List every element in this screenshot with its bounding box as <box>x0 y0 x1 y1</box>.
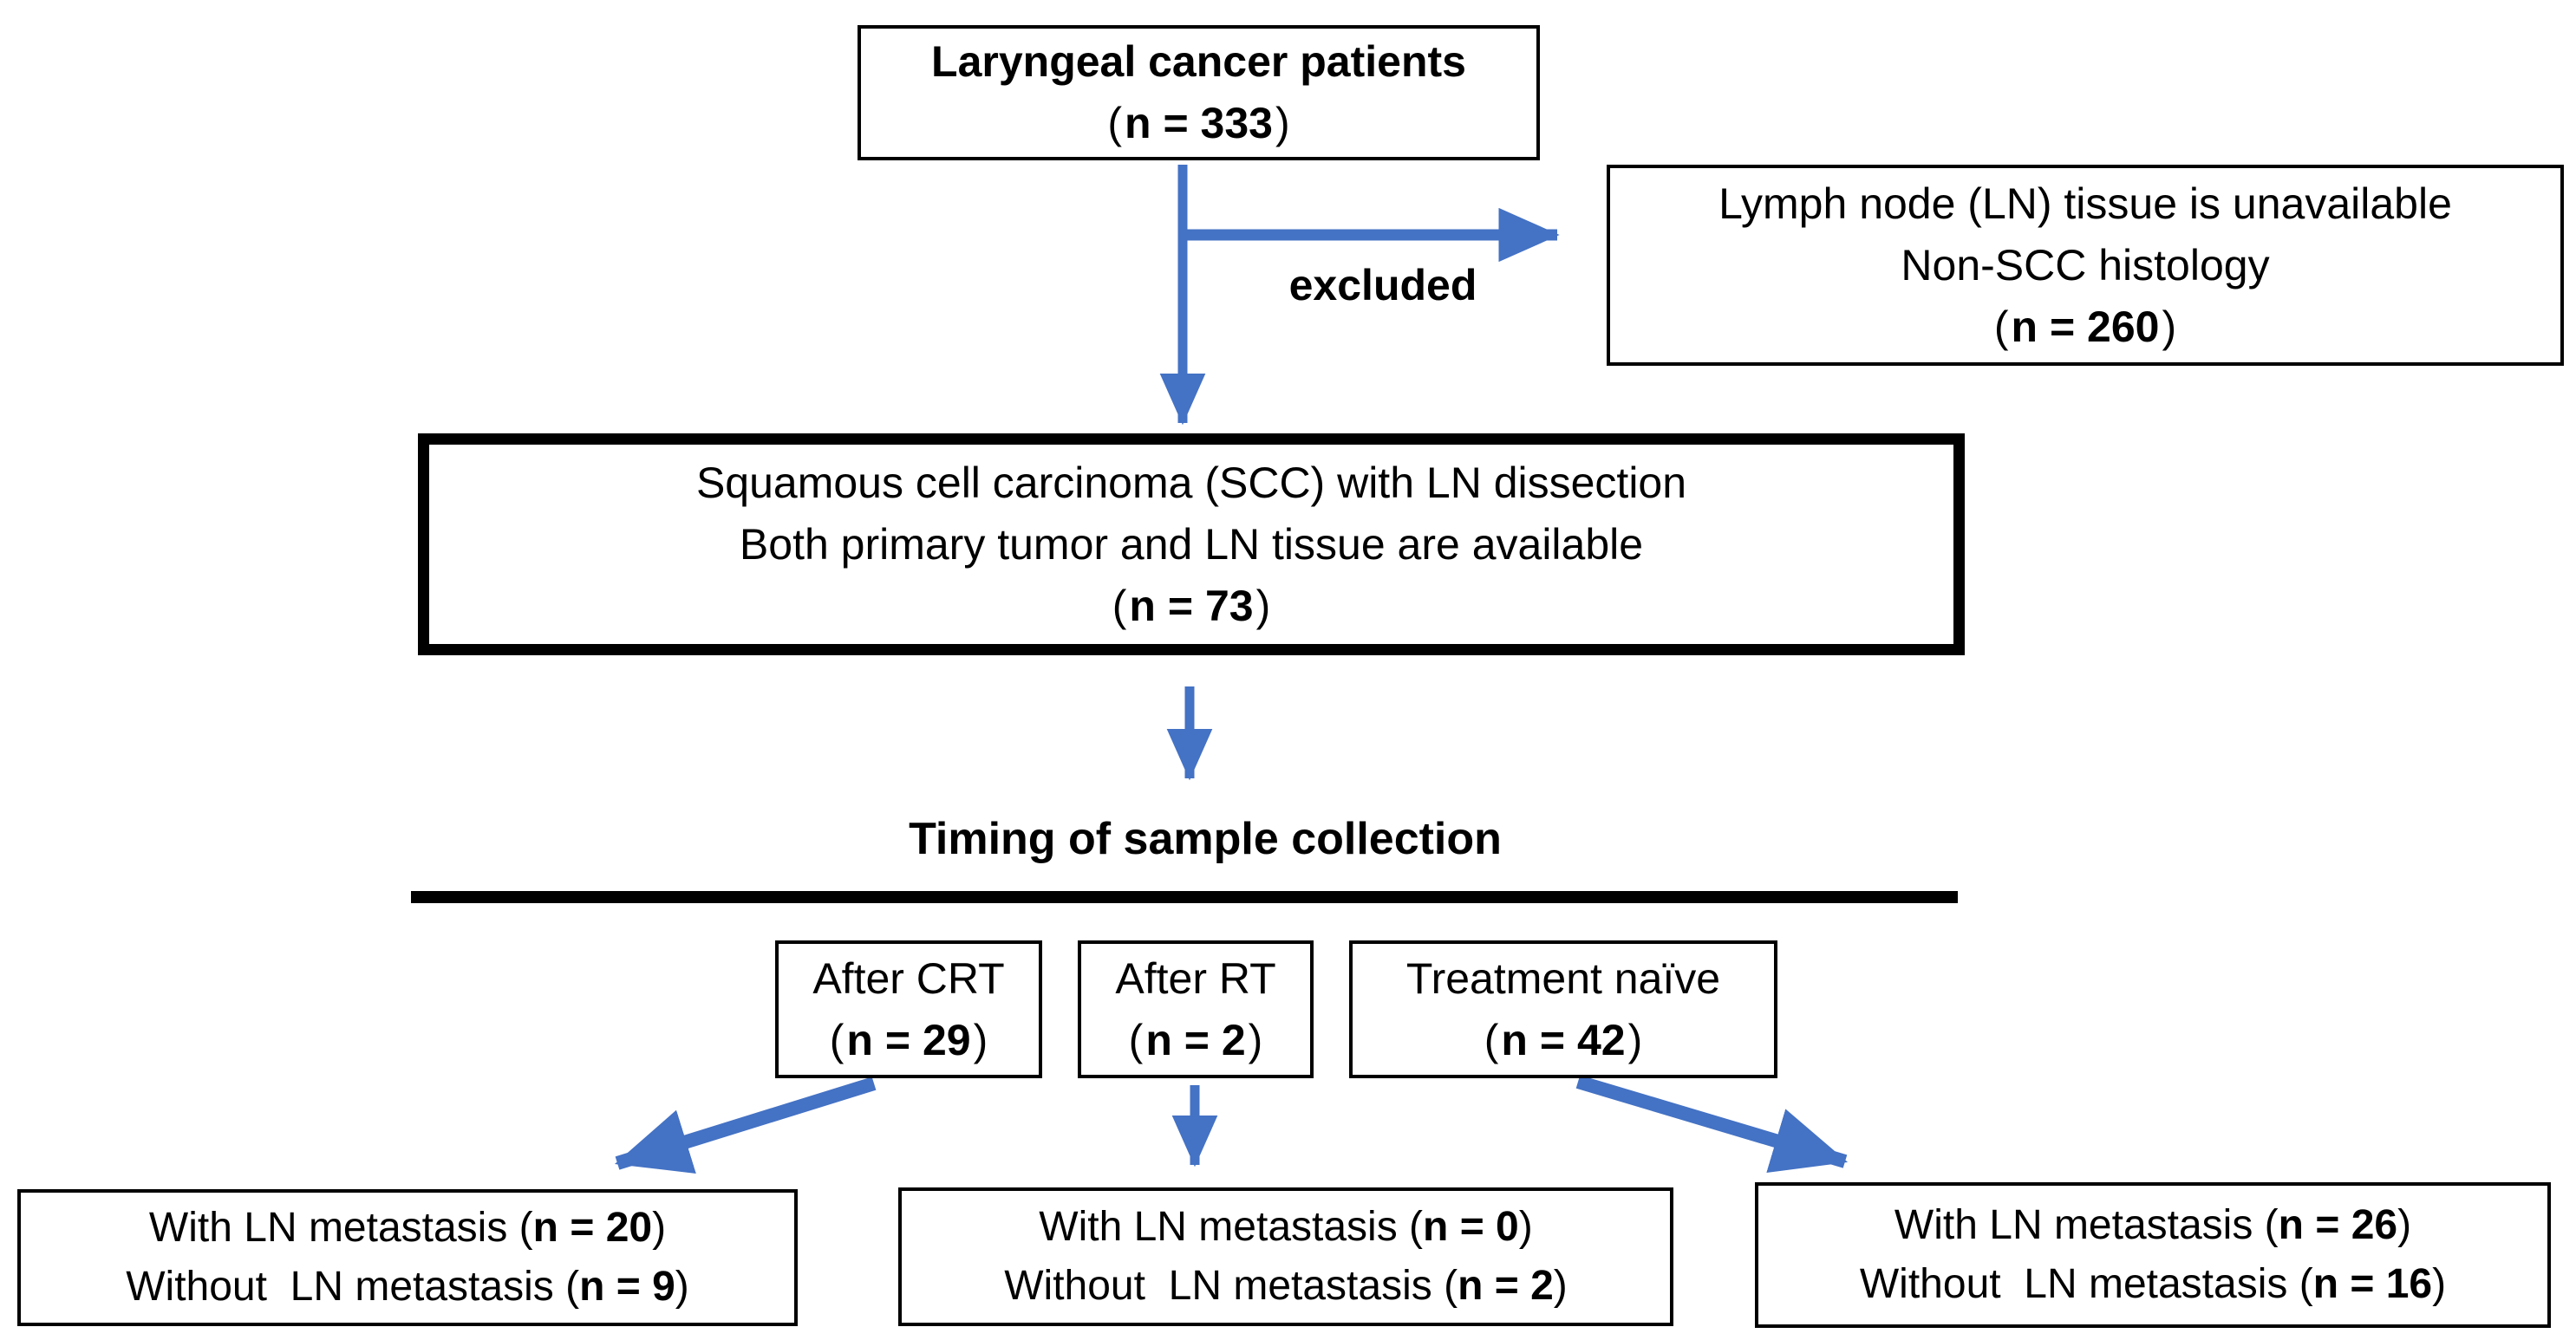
outcome-line-without: Without LN metastasis (n = 16) <box>1860 1255 2446 1314</box>
line-text: ) <box>2397 1201 2412 1248</box>
paren-open: ( <box>1107 99 1123 147</box>
excluded-line1: Lymph node (LN) tissue is unavailable <box>1718 179 2452 228</box>
paren-open: ( <box>829 1015 845 1064</box>
box-title: Laryngeal cancer patients <box>931 37 1466 86</box>
count-value: n = 20 <box>532 1204 653 1251</box>
count-value: n = 333 <box>1125 99 1273 147</box>
outcome-line-without: Without LN metastasis (n = 2) <box>1004 1257 1568 1316</box>
paren-open: ( <box>1128 1015 1144 1064</box>
paren-open: ( <box>1993 302 2009 351</box>
outcome-line-with: With LN metastasis (n = 0) <box>1039 1198 1532 1257</box>
timing-box-after-rt: After RT (n = 2) <box>1078 940 1314 1078</box>
count-value: n = 260 <box>2011 302 2160 351</box>
line-text: With LN metastasis ( <box>1894 1201 2279 1248</box>
line-text: ) <box>675 1264 689 1310</box>
count-value: n = 0 <box>1423 1203 1519 1250</box>
outcome-line-with: With LN metastasis (n = 26) <box>1895 1196 2411 1255</box>
line-text: Without LN metastasis ( <box>1004 1263 1458 1309</box>
count-line: (n = 29) <box>827 1010 990 1071</box>
count-value: n = 42 <box>1501 1015 1626 1064</box>
paren-open: ( <box>1484 1015 1499 1064</box>
outcome-box-after-rt: With LN metastasis (n = 0) Without LN me… <box>898 1187 1673 1326</box>
paren-open: ( <box>1112 581 1127 630</box>
paren-close: ) <box>1248 1015 1263 1064</box>
count-value: n = 9 <box>579 1264 675 1310</box>
line-text: With LN metastasis ( <box>148 1204 533 1251</box>
timing-label: After RT <box>1115 953 1276 1003</box>
paren-close: ) <box>1275 99 1290 147</box>
count-line: (n = 73) <box>1110 576 1273 637</box>
count-line: (n = 2) <box>1126 1010 1266 1071</box>
line-text: ) <box>1553 1263 1568 1309</box>
timing-label: After CRT <box>812 953 1005 1003</box>
excluded-label: excluded <box>1288 261 1477 309</box>
line-text: Without LN metastasis ( <box>1859 1261 2313 1307</box>
paren-close: ) <box>973 1015 988 1064</box>
line-text: ) <box>1518 1203 1533 1250</box>
count-line: (n = 333) <box>1105 93 1292 154</box>
timing-divider-line <box>411 891 1958 903</box>
outcome-line-with: With LN metastasis (n = 20) <box>149 1199 666 1258</box>
count-value: n = 73 <box>1129 581 1254 630</box>
excluded-box: Lymph node (LN) tissue is unavailable No… <box>1607 165 2564 366</box>
arrow-crt-to-outcome <box>614 1077 877 1174</box>
outcome-line-without: Without LN metastasis (n = 9) <box>126 1258 689 1317</box>
count-line: (n = 42) <box>1482 1010 1645 1071</box>
main-line1: Squamous cell carcinoma (SCC) with LN di… <box>695 458 1687 507</box>
paren-close: ) <box>2162 302 2177 351</box>
line-text: Without LN metastasis ( <box>126 1264 580 1310</box>
main-line2: Both primary tumor and LN tissue are ava… <box>739 519 1644 569</box>
outcome-box-after-crt: With LN metastasis (n = 20) Without LN m… <box>17 1189 798 1326</box>
line-text: ) <box>2432 1261 2447 1307</box>
timing-section-heading: Timing of sample collection <box>909 814 1502 864</box>
timing-box-after-crt: After CRT (n = 29) <box>775 940 1042 1078</box>
count-line: (n = 260) <box>1992 296 2179 358</box>
laryngeal-patients-box: Laryngeal cancer patients (n = 333) <box>858 25 1540 160</box>
arrow-naive-to-outcome <box>1575 1075 1849 1173</box>
excluded-line2: Non-SCC histology <box>1901 240 2270 289</box>
timing-box-treatment-naive: Treatment naïve (n = 42) <box>1349 940 1777 1078</box>
line-text: ) <box>652 1204 667 1251</box>
scc-cohort-box: Squamous cell carcinoma (SCC) with LN di… <box>418 433 1965 655</box>
count-value: n = 2 <box>1458 1263 1554 1309</box>
line-text: With LN metastasis ( <box>1039 1203 1424 1250</box>
outcome-box-treatment-naive: With LN metastasis (n = 26) Without LN m… <box>1755 1182 2551 1328</box>
count-value: n = 16 <box>2312 1261 2433 1307</box>
paren-close: ) <box>1255 581 1271 630</box>
count-value: n = 2 <box>1145 1015 1246 1064</box>
timing-label: Treatment naïve <box>1405 953 1721 1003</box>
paren-close: ) <box>1627 1015 1643 1064</box>
count-value: n = 26 <box>2278 1201 2398 1248</box>
count-value: n = 29 <box>846 1015 971 1064</box>
